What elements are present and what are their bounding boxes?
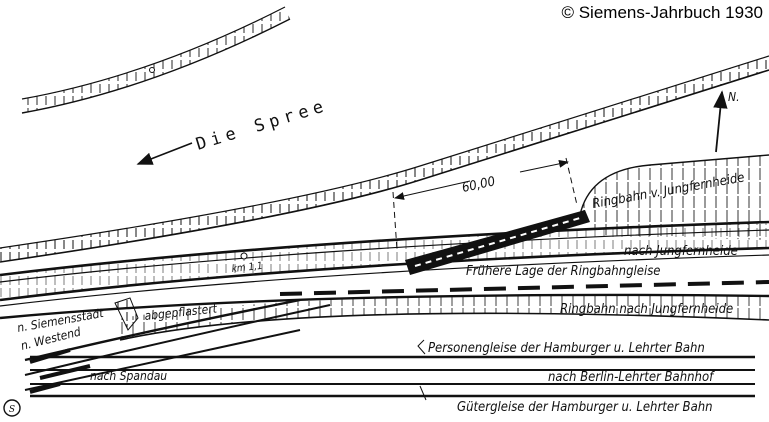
- label-ringbahn-to: Ringbahn nach Jungfernheide: [560, 302, 733, 317]
- siemens-logo-icon: S: [3, 399, 21, 417]
- river-label: Die Spree: [194, 96, 331, 155]
- label-to-jungfernheide: nach Jungfernheide: [624, 244, 738, 259]
- ringbahn-embankment: [579, 154, 769, 240]
- dimension-value: 60,00: [461, 174, 497, 196]
- arrow-left-icon: [136, 142, 193, 165]
- label-to-lehrter-bahnhof: nach Berlin-Lehrter Bahnhof: [548, 370, 715, 385]
- north-riverbank: [21, 6, 291, 114]
- north-label: N.: [728, 90, 740, 104]
- label-passenger-tracks: Personengleise der Hamburger u. Lehrter …: [428, 341, 705, 356]
- copyright-notice: © Siemens-Jahrbuch 1930: [561, 3, 763, 22]
- km-marker-icon: [240, 252, 248, 260]
- truss-bridge: [405, 210, 590, 275]
- lower-tracks: [24, 298, 755, 401]
- north-arrow-icon: [713, 90, 728, 153]
- label-to-spandau: nach Spandau: [90, 369, 167, 383]
- label-freight-tracks: Gütergleise der Hamburger u. Lehrter Bah…: [457, 400, 713, 415]
- south-riverbank: [0, 55, 769, 263]
- km-label: km 1,1: [231, 261, 263, 275]
- label-former-position: Frühere Lage der Ringbahngleise: [466, 264, 661, 279]
- svg-text:S: S: [9, 405, 15, 415]
- dimension-line: [392, 157, 578, 251]
- track-bundle: [0, 220, 769, 341]
- paved-area: [114, 297, 139, 331]
